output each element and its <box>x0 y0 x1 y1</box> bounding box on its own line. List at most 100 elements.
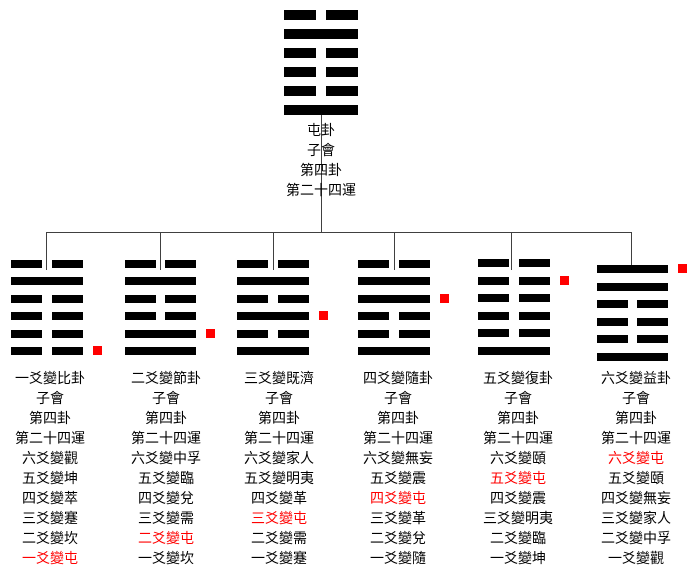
label-row: 二爻變中孚 <box>601 531 671 547</box>
hexagram-title: 五爻變復卦 <box>483 371 553 387</box>
yin-line <box>284 10 358 20</box>
changed-line-marker <box>319 311 328 321</box>
yin-line <box>478 259 550 267</box>
label-row: 第四卦 <box>29 411 71 427</box>
child-connector-6 <box>631 232 632 270</box>
yin-line <box>11 347 83 355</box>
label-row: 第四卦 <box>377 411 419 427</box>
hexagram-jiji <box>237 260 328 355</box>
label-row: 二爻變臨 <box>490 531 546 547</box>
hexagram-title: 一爻變比卦 <box>15 371 85 387</box>
label-row: 五爻變明夷 <box>244 471 314 487</box>
changed-line-label: 五爻變屯 <box>490 471 546 487</box>
root-title: 屯卦 <box>307 123 335 139</box>
label-row: 第四卦 <box>258 411 300 427</box>
label-row: 一爻變坎 <box>138 551 194 567</box>
connector-horizontal <box>46 232 632 233</box>
root-hexagram <box>284 10 358 115</box>
yin-line <box>478 294 550 303</box>
label-row: 四爻變革 <box>251 491 307 507</box>
label-row: 第二十四運 <box>601 431 671 447</box>
yin-line <box>125 312 196 321</box>
labels-jie: 二爻變節卦子會第四卦第二十四運六爻變中孚五爻變臨四爻變兌三爻變需二爻變屯一爻變坎 <box>113 369 219 569</box>
changed-line-label: 三爻變屯 <box>251 511 307 527</box>
yin-line <box>597 300 668 309</box>
yang-line <box>597 265 668 273</box>
label-row: 第四卦 <box>145 411 187 427</box>
label-row: 六爻變觀 <box>22 451 78 467</box>
label-row: 子會 <box>504 391 532 407</box>
changed-line-marker <box>440 293 449 303</box>
hexagram-yi <box>597 264 687 361</box>
label-row: 三爻變明夷 <box>483 511 553 527</box>
yin-line <box>284 48 358 58</box>
yin-line <box>284 86 358 96</box>
label-row: 四爻變萃 <box>22 491 78 507</box>
changed-line-label: 六爻變屯 <box>608 451 664 467</box>
changed-line-label: 二爻變屯 <box>138 531 194 547</box>
label-row: 第四卦 <box>497 411 539 427</box>
yin-line <box>284 67 358 77</box>
yang-line <box>284 29 358 39</box>
changed-line-marker <box>93 346 102 355</box>
yang-line <box>125 347 196 355</box>
root-order: 第四卦 <box>300 163 342 179</box>
child-connector-2 <box>160 232 161 270</box>
label-row: 子會 <box>265 391 293 407</box>
label-row: 子會 <box>152 391 180 407</box>
yang-line <box>11 277 83 286</box>
label-row: 第四卦 <box>615 411 657 427</box>
yin-line <box>237 329 309 338</box>
label-row: 第二十四運 <box>15 431 85 447</box>
hexagram-title: 二爻變節卦 <box>131 371 201 387</box>
yang-line <box>284 105 358 115</box>
labels-fu: 五爻變復卦子會第四卦第二十四運六爻變頤五爻變屯四爻變震三爻變明夷二爻變臨一爻變坤 <box>465 369 571 569</box>
label-row: 三爻變革 <box>370 511 426 527</box>
changed-line-label: 四爻變屯 <box>370 491 426 507</box>
child-connector-4 <box>394 232 395 270</box>
labels-jiji: 三爻變既濟子會第四卦第二十四運六爻變家人五爻變明夷四爻變革三爻變屯二爻變需一爻變… <box>226 369 332 569</box>
yin-line <box>597 317 668 326</box>
hexagram-bi <box>11 260 102 355</box>
label-row: 五爻變頤 <box>608 471 664 487</box>
label-row: 五爻變坤 <box>22 471 78 487</box>
yin-line <box>237 294 309 303</box>
yin-line <box>358 260 430 268</box>
label-row: 五爻變震 <box>370 471 426 487</box>
child-connector-3 <box>273 232 274 270</box>
child-connector-1 <box>46 232 47 270</box>
yang-line <box>358 277 430 286</box>
yin-line <box>11 329 83 338</box>
yin-line <box>11 260 83 268</box>
label-row: 六爻變無妄 <box>363 451 433 467</box>
label-row: 子會 <box>622 391 650 407</box>
yang-line <box>237 312 309 321</box>
yin-line <box>11 312 83 321</box>
changed-line-marker <box>678 264 687 273</box>
label-row: 三爻變家人 <box>601 511 671 527</box>
label-row: 三爻變蹇 <box>22 511 78 527</box>
root-hui: 子會 <box>307 143 335 159</box>
yin-line <box>11 294 83 303</box>
yang-line <box>597 282 668 291</box>
labels-bi: 一爻變比卦子會第四卦第二十四運六爻變觀五爻變坤四爻變萃三爻變蹇二爻變坎一爻變屯 <box>0 369 103 569</box>
label-row: 六爻變中孚 <box>131 451 201 467</box>
label-row: 六爻變頤 <box>490 451 546 467</box>
yang-line <box>237 347 309 355</box>
label-row: 子會 <box>36 391 64 407</box>
label-row: 一爻變隨 <box>370 551 426 567</box>
hexagram-sui <box>358 260 449 355</box>
yang-line <box>237 277 309 286</box>
yin-line <box>478 329 550 338</box>
root-yun: 第二十四運 <box>286 183 356 199</box>
yin-line <box>358 312 430 321</box>
label-row: 第二十四運 <box>483 431 553 447</box>
label-row: 四爻變震 <box>490 491 546 507</box>
hexagram-title: 四爻變隨卦 <box>363 371 433 387</box>
changed-line-marker <box>206 328 215 338</box>
label-row: 第二十四運 <box>131 431 201 447</box>
yang-line <box>358 294 430 303</box>
label-row: 二爻變兌 <box>370 531 426 547</box>
label-row: 四爻變兌 <box>138 491 194 507</box>
hexagram-title: 六爻變益卦 <box>601 371 671 387</box>
